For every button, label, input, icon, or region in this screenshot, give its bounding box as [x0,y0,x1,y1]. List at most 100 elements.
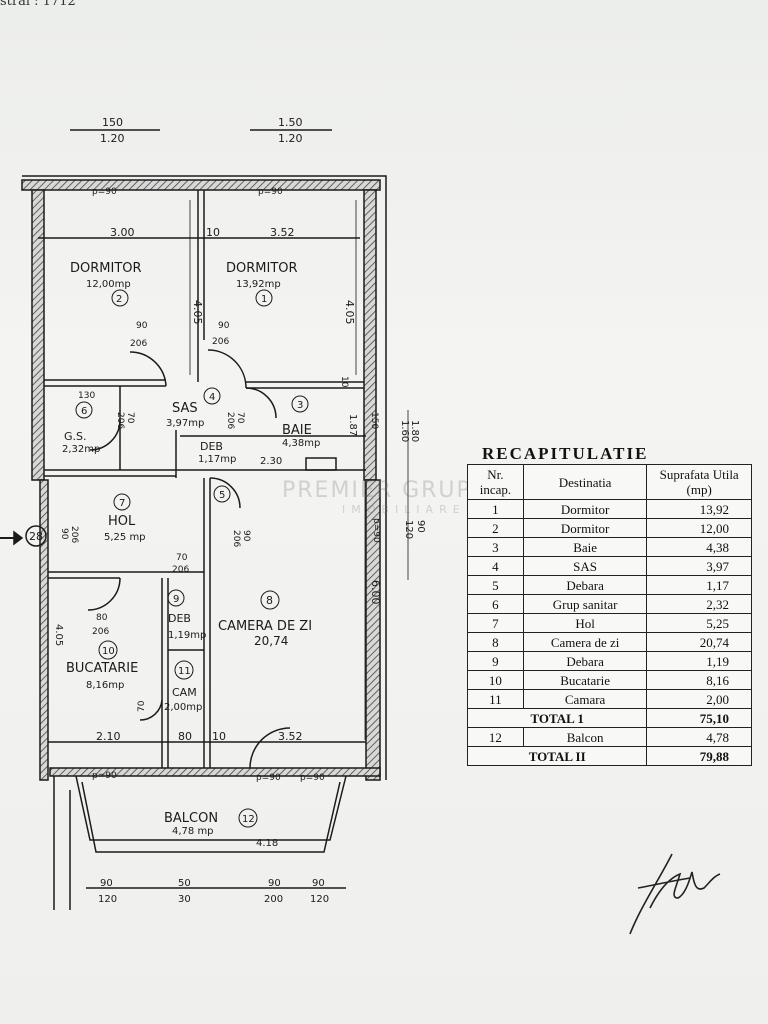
dim-label: 3.52 [278,730,303,743]
dim-label: 90 [136,321,148,331]
dim-label: p=90 [371,518,381,543]
row-suprafata: 20,74 [646,632,752,652]
room-number-circle [238,808,258,828]
dim-label: 3.52 [270,226,295,239]
west-wall-upper [31,189,45,481]
dim-label: 90 [268,878,281,889]
row-nr: 10 [467,670,524,690]
dim-label: 70 [176,553,188,563]
balcon-name: Balcon [522,727,648,747]
room-number: 12 [242,814,255,825]
room-name: BAIE [282,423,312,438]
door-swing-balcon [249,727,291,769]
watermark-line2: IMOBILIARE [342,503,466,516]
total1-row: TOTAL 1 75,10 [466,708,752,728]
dim-label: 120 [98,894,117,905]
room-number: 3 [297,400,303,411]
dim-label: 4.18 [256,838,278,849]
dim-label: 206 [212,337,229,347]
dim-label: 206 [130,339,147,349]
row-suprafata: 3,97 [646,556,752,576]
dim-label: p=90 [92,771,117,781]
dim-label: p=90 [92,187,117,197]
room-number: 4 [209,392,215,403]
recap-table: Nr. incap. Destinatia Suprafata Utila (m… [466,464,752,766]
room-area: 20,74 [254,634,288,648]
room-number-circle [75,401,93,419]
door-swing-dormitor-1 [207,349,247,389]
dim-label: 4.05 [191,300,204,325]
row-suprafata: 2,32 [646,594,752,614]
dim-label: 10 [206,226,220,239]
dim-label: 120 [403,520,414,539]
row-suprafata: 5,25 [646,613,752,633]
dim-label: 6.00 [369,580,382,605]
dim-label: 120 [310,894,329,905]
dim-label: 90 [241,530,251,542]
dim-label: 3.00 [110,226,135,239]
dim-label: 30 [178,894,191,905]
baie-fixture [305,457,337,471]
watermark-line1: PREMIER GRUP [282,478,472,503]
south-wall [49,767,381,777]
floor-plan: DORMITOR 12,00mp 2 DORMITOR 13,92mp 1 SA… [0,116,426,910]
room-number: 11 [178,666,191,677]
dim-label: 50 [178,878,191,889]
row-destinatia: Hol [522,613,648,633]
dim-label: 2.10 [96,730,121,743]
row-destinatia: Grup sanitar [522,594,648,614]
entry-number-circle [25,525,47,547]
dim-label: 1.20 [100,132,125,145]
dim-label: 206 [225,412,235,429]
total1-label: TOTAL 1 [466,708,648,728]
room-area: 1,17mp [198,454,236,465]
room-name: BALCON [164,811,218,826]
room-number: 1 [261,294,267,305]
dim-label: 206 [92,627,109,637]
row-nr: 2 [467,518,524,538]
row-nr: 1 [467,499,524,519]
room-area: 5,25 mp [104,532,146,543]
recap-title: RECAPITULATIE [482,444,649,463]
door-swing-dormitor-2 [129,351,167,387]
room-number: 9 [173,594,179,605]
dim-label: 4.05 [53,624,64,646]
dim-label: 206 [172,565,189,575]
room-name: DEB [168,612,191,625]
dim-label: 70 [235,412,245,424]
row-nr: 6 [467,594,524,614]
row-destinatia: SAS [522,556,648,576]
dim-label: 150 [369,412,379,429]
signature [629,853,721,935]
dim-label: 10 [212,730,226,743]
room-name: CAMERA DE ZI [218,619,312,634]
room-number-circle [98,640,118,660]
dim-label: 1.50 [278,116,303,129]
room-area: 8,16mp [86,680,124,691]
balcon-row: 12 Balcon 4,78 [467,727,752,747]
room-area: 4,38mp [282,438,320,449]
entry-number: 28 [29,530,43,543]
dim-label: 90 [100,878,113,889]
dim-label: 200 [264,894,283,905]
dim-label: 70 [125,412,135,424]
row-destinatia: Baie [522,537,648,557]
row-nr: 5 [467,575,524,595]
row-nr: 8 [467,632,524,652]
door-swing-baie [245,387,277,419]
header-fragment: stral : 1712 [0,0,76,9]
header-nr: Nr. incap. [467,464,524,500]
room-name: DORMITOR [226,261,298,276]
room-number: 5 [219,490,225,501]
dim-label: 206 [115,412,125,429]
room-area: 3,97mp [166,418,204,429]
row-destinatia: Dormitor [522,499,648,519]
room-name: HOL [108,514,136,529]
room-area: 4,78 mp [172,826,214,837]
row-suprafata: 1,19 [646,651,752,671]
entry-arrow-icon [13,530,24,546]
